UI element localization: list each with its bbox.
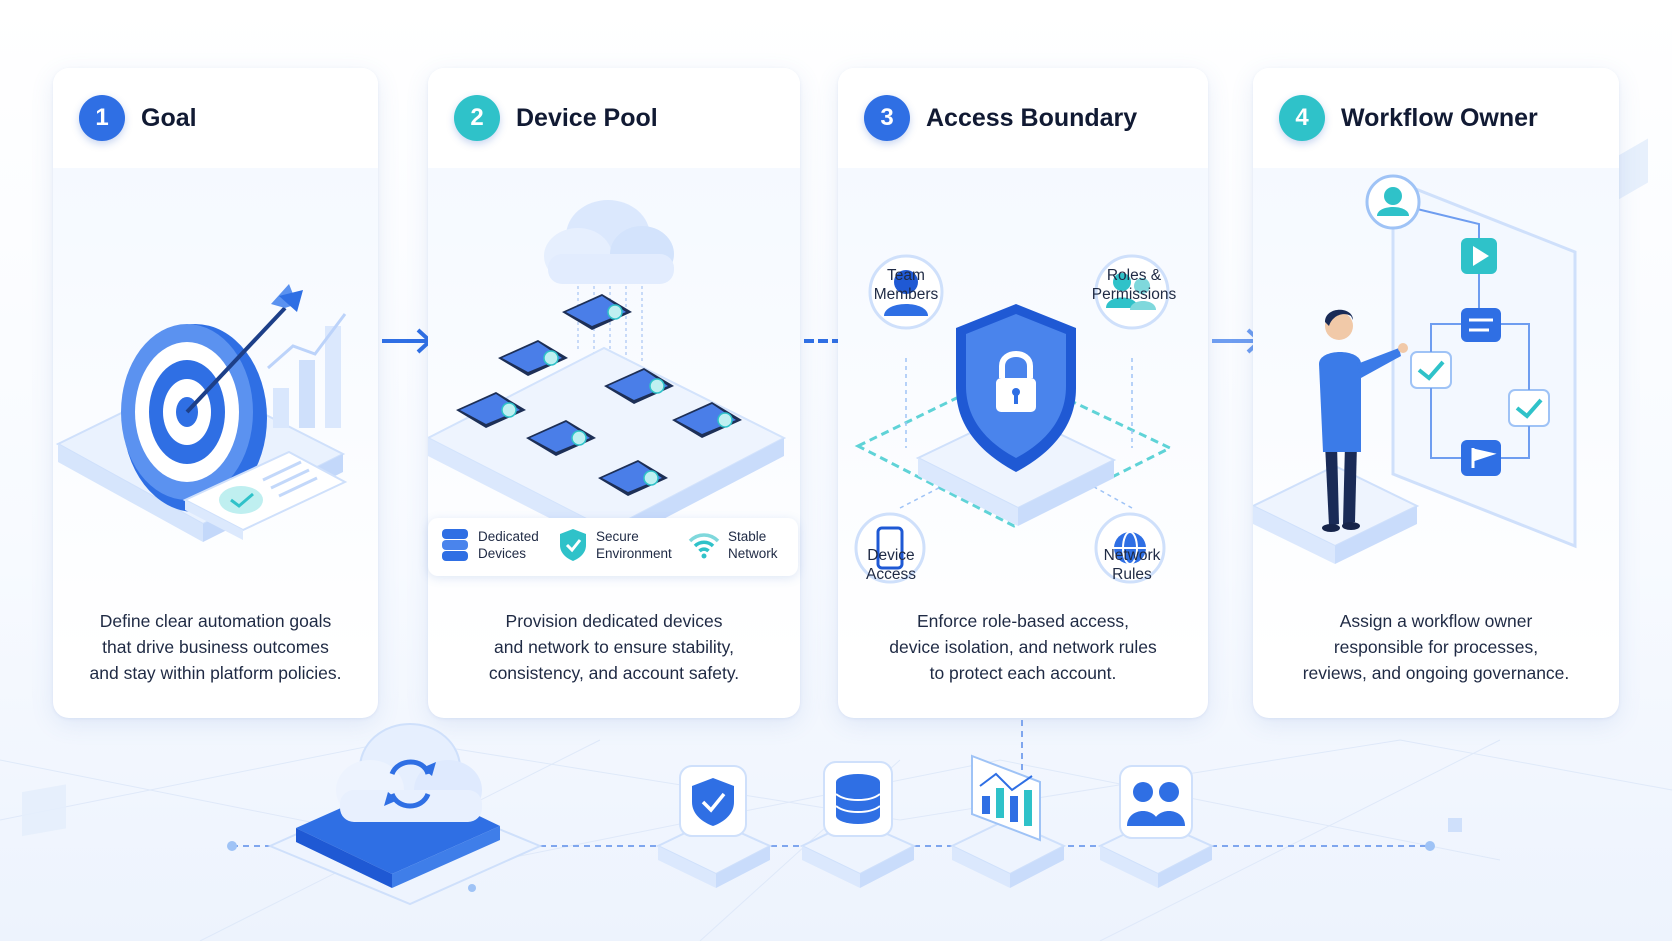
step-title: Goal: [141, 103, 197, 132]
step-number-badge: 2: [454, 95, 500, 141]
cloud-sync-icon: [267, 723, 543, 906]
feature-bar: Dedicated Devices Secure Environment Sta…: [428, 518, 798, 576]
step-card-goal: 1 Goal Define clear automation goals: [53, 68, 378, 718]
step-card-access-boundary: 3 Access Boundary: [838, 68, 1208, 718]
shield-check-icon: [655, 765, 773, 888]
feature-dedicated-devices: Dedicated Devices: [440, 527, 539, 563]
node-device-access: Device Access: [866, 547, 916, 583]
step-description: Define clear automation goals that drive…: [89, 611, 342, 683]
step-header: 2 Device Pool: [428, 68, 800, 168]
node-team-members: Team Members: [873, 267, 939, 303]
node-roles-permissions: Roles & Permissions: [1091, 267, 1177, 303]
step-header: 1 Goal: [53, 68, 378, 168]
feature-stable-network: Stable Network: [688, 527, 778, 563]
shield-lock-icon: [854, 254, 1174, 584]
wifi-icon: [688, 533, 720, 559]
step-title: Access Boundary: [926, 103, 1138, 132]
step-description: Provision dedicated devices and network …: [488, 611, 740, 683]
step-number-badge: 3: [864, 95, 910, 141]
step-description: Assign a workflow owner responsible for …: [1302, 611, 1570, 683]
database-icon: [799, 761, 917, 888]
node-network-rules: Network Rules: [1103, 547, 1161, 583]
step-card-device-pool: 2 Device Pool: [428, 68, 800, 718]
step-header: 3 Access Boundary: [838, 68, 1208, 168]
workflow-board-icon: [1253, 174, 1577, 564]
step-description: Enforce role-based access, device isolat…: [889, 611, 1157, 683]
shield-check-icon: [560, 529, 586, 561]
device-pool-icon: [428, 200, 787, 548]
step-title: Device Pool: [516, 103, 658, 132]
server-stack-icon: [442, 529, 468, 561]
step-number-badge: 4: [1279, 95, 1325, 141]
analytics-chart-icon: [949, 754, 1067, 888]
feature-secure-environment: Secure Environment: [558, 527, 672, 563]
users-icon: [1097, 765, 1215, 888]
step-number-badge: 1: [79, 95, 125, 141]
target-icon: [55, 284, 348, 542]
step-header: 4 Workflow Owner: [1253, 68, 1619, 168]
step-title: Workflow Owner: [1341, 103, 1538, 132]
step-card-workflow-owner: 4 Workflow Owner: [1253, 68, 1619, 718]
